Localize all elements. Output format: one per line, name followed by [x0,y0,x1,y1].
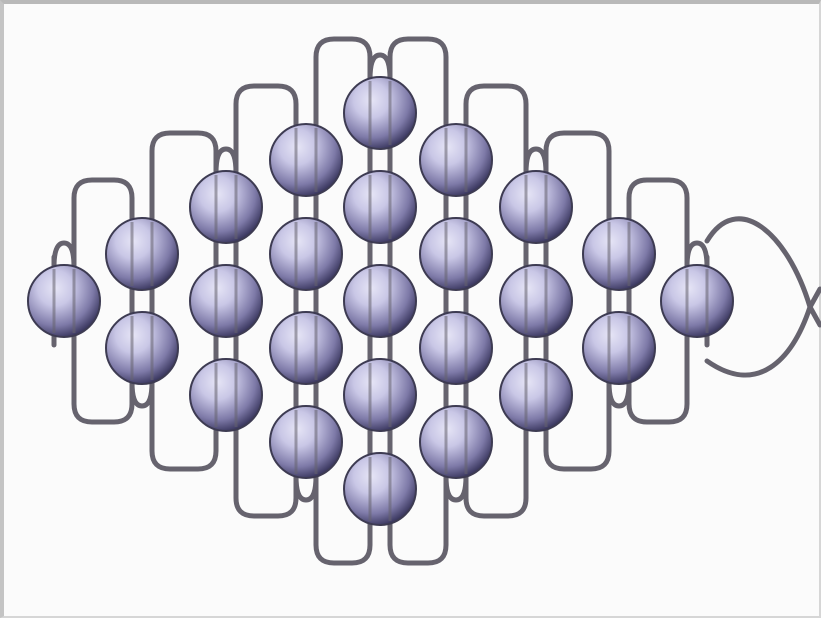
bead-weave-diagram [4,4,821,622]
bead [190,265,262,337]
bead [583,312,655,384]
thread-hairpin [609,382,629,406]
bead [344,171,416,243]
bead [420,312,492,384]
thread-hairpin [446,476,466,500]
bead [270,406,342,478]
thread-hairpin [687,243,707,267]
bead [270,218,342,290]
bead [344,359,416,431]
thread-hairpin [526,149,546,173]
bead [500,359,572,431]
bead [420,218,492,290]
bead [344,453,416,525]
bead [583,218,655,290]
thread-end [810,307,820,325]
thread-hairpin [296,476,316,500]
bead [500,171,572,243]
bead [106,312,178,384]
bead [661,265,733,337]
bead [344,77,416,149]
bead [270,124,342,196]
bead [106,218,178,290]
bead [420,406,492,478]
thread-hairpin [370,55,390,79]
bead [420,124,492,196]
bead [190,171,262,243]
thread-hairpin [216,149,236,173]
thread-hairpin [54,243,74,267]
bead [28,265,100,337]
bead [190,359,262,431]
thread-end [810,289,820,307]
bead [270,312,342,384]
bead [344,265,416,337]
bead [500,265,572,337]
thread-hairpin [132,382,152,406]
